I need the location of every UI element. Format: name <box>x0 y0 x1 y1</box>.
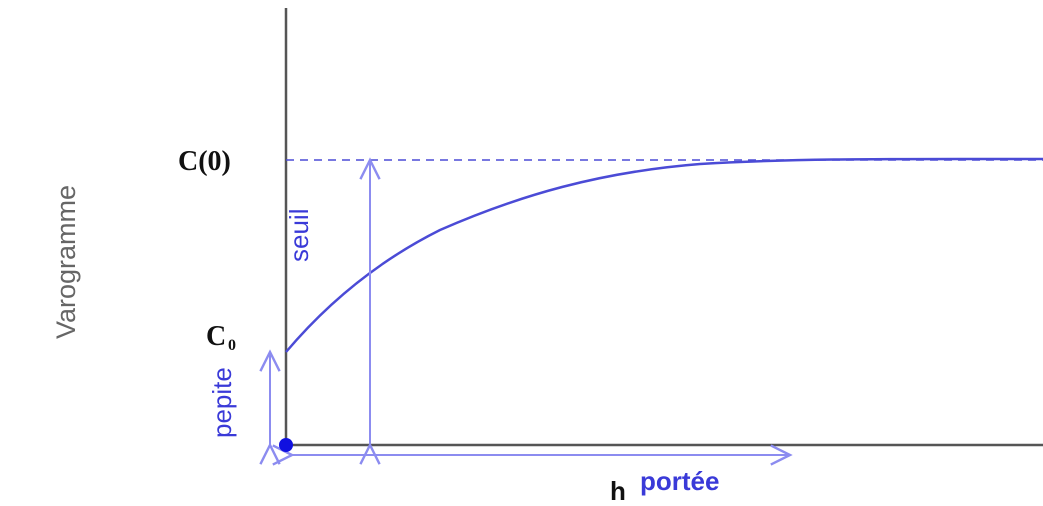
range-arrow-label: portée <box>640 466 719 496</box>
sill-level-label: C(0) <box>178 146 231 177</box>
origin-point <box>279 438 293 452</box>
x-axis-label: h <box>610 476 626 506</box>
nugget-arrow-label: pepite <box>207 367 237 438</box>
variogram-curve <box>285 157 1043 353</box>
nugget-level-subscript: 0 <box>228 337 236 354</box>
y-axis-label: Varogramme <box>51 185 81 339</box>
sill-arrow-label: seuil <box>284 209 314 262</box>
nugget-level-label: C <box>206 321 226 352</box>
